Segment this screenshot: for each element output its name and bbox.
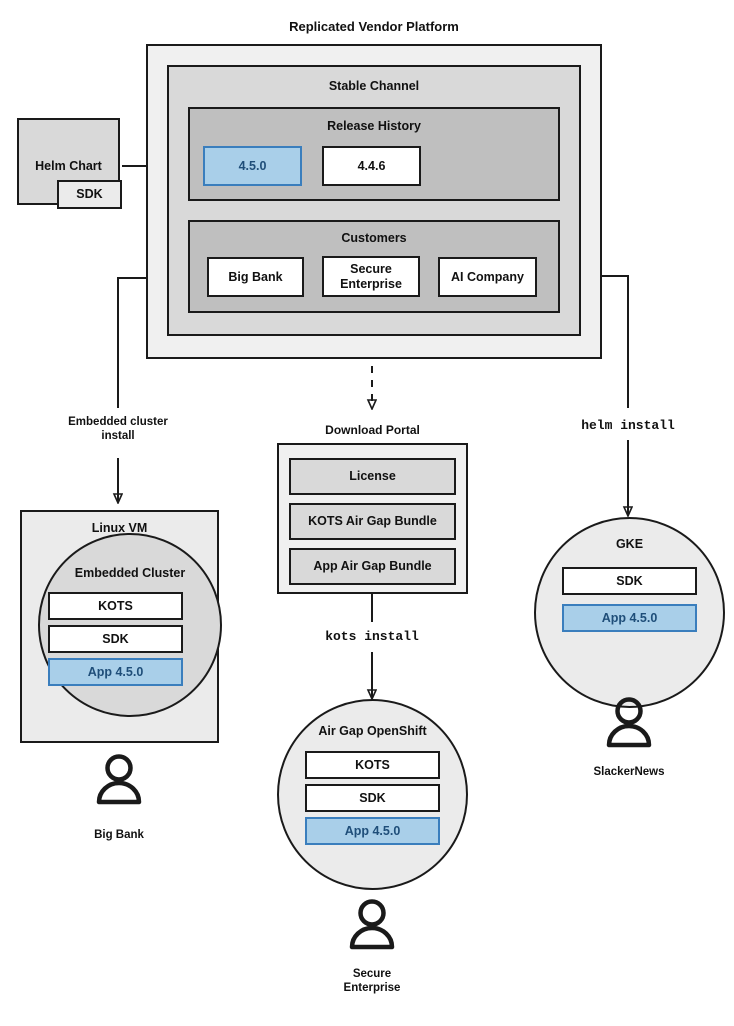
stable-channel-title: Stable Channel [328,79,420,93]
release-version-previous[interactable]: 4.4.6 [322,146,421,186]
gke-title: GKE [615,537,644,551]
air-gap-openshift-title: Air Gap OpenShift [318,724,427,738]
helm-chart-sdk-box: SDK [57,180,122,209]
linuxvm-component-kots[interactable]: KOTS [48,592,183,620]
user-avatar-big-bank [96,754,142,805]
download-portal-title: Download Portal [325,423,420,437]
helm-chart-title: Helm Chart [35,159,102,173]
edge-label-embedded-cluster-install: Embedded cluster install [68,416,168,442]
linuxvm-component-sdk[interactable]: SDK [48,625,183,653]
airgap-component-kots[interactable]: KOTS [305,751,440,779]
page-title: Replicated Vendor Platform [289,19,459,34]
user-avatar-secure-enterprise [349,899,395,950]
download-portal-artifact-kots-air-gap-bundle[interactable]: KOTS Air Gap Bundle [289,503,456,540]
customers-title: Customers [341,231,407,245]
airgap-component-sdk[interactable]: SDK [305,784,440,812]
download-portal-artifact-app-air-gap-bundle[interactable]: App Air Gap Bundle [289,548,456,585]
edge-label-helm-install: helm install [581,418,675,433]
customer-big-bank[interactable]: Big Bank [207,257,304,297]
user-label-slackernews: SlackerNews [593,766,665,778]
embedded-cluster-title: Embedded Cluster [74,566,186,580]
release-version-current[interactable]: 4.5.0 [203,146,302,186]
download-portal-artifact-license[interactable]: License [289,458,456,495]
gke-component-sdk[interactable]: SDK [562,567,697,595]
linuxvm-component-app[interactable]: App 4.5.0 [48,658,183,686]
airgap-component-app[interactable]: App 4.5.0 [305,817,440,845]
release-history-title: Release History [327,119,421,133]
user-label-big-bank: Big Bank [94,829,144,841]
gke-component-app[interactable]: App 4.5.0 [562,604,697,632]
user-avatar-slackernews [606,697,652,748]
customer-secure-enterprise[interactable]: Secure Enterprise [322,256,420,297]
linux-vm-title: Linux VM [91,521,148,535]
edge-label-kots-install: kots install [325,629,419,644]
customer-ai-company[interactable]: AI Company [438,257,537,297]
user-label-secure-enterprise: Secure Enterprise [343,968,401,994]
